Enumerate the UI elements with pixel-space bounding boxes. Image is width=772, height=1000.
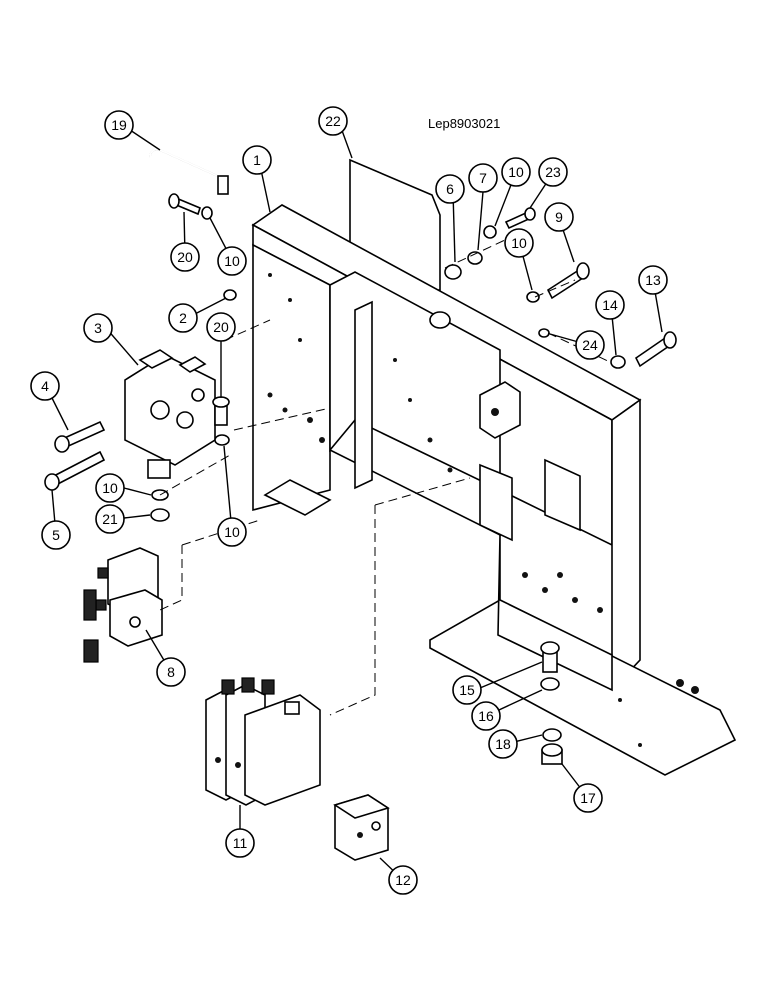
callout-1: 1 — [242, 145, 272, 175]
callout-17: 17 — [573, 783, 603, 813]
nut-21 — [150, 508, 170, 522]
bolt-4 — [54, 420, 106, 453]
svg-text:11: 11 — [233, 835, 248, 851]
svg-text:20: 20 — [213, 319, 229, 335]
callout-20-upper: 20 — [170, 242, 200, 272]
svg-text:18: 18 — [495, 736, 511, 752]
valve-block — [124, 349, 216, 479]
washer-18 — [542, 728, 562, 742]
callout-6: 6 — [435, 174, 465, 204]
svg-text:7: 7 — [479, 170, 487, 186]
washer-10-upper — [201, 206, 213, 220]
svg-text:22: 22 — [325, 113, 341, 129]
callout-10-lower: 10 — [217, 517, 247, 547]
svg-text:4: 4 — [41, 378, 49, 394]
callout-10-upper-left: 10 — [217, 246, 247, 276]
callout-10-left: 10 — [95, 473, 125, 503]
svg-text:8: 8 — [167, 664, 175, 680]
svg-text:10: 10 — [102, 480, 118, 496]
bolt-20-lower — [212, 396, 230, 426]
callout-14: 14 — [595, 290, 625, 320]
svg-text:10: 10 — [224, 524, 240, 540]
svg-text:10: 10 — [224, 253, 240, 269]
svg-text:16: 16 — [478, 708, 494, 724]
callout-8: 8 — [156, 657, 186, 687]
washer-10-top — [483, 225, 497, 239]
control-valve-bank — [205, 677, 321, 806]
callout-10-top: 10 — [501, 157, 531, 187]
svg-text:9: 9 — [555, 209, 563, 225]
solenoid-valve — [83, 547, 163, 663]
callout-13: 13 — [638, 265, 668, 295]
svg-text:14: 14 — [602, 297, 618, 313]
callout-5: 5 — [41, 520, 71, 550]
svg-text:23: 23 — [545, 164, 561, 180]
callout-9: 9 — [544, 202, 574, 232]
callout-20-lower: 20 — [206, 312, 236, 342]
callout-16: 16 — [471, 701, 501, 731]
callout-19: 19 — [104, 110, 134, 140]
callout-23: 23 — [538, 157, 568, 187]
svg-text:6: 6 — [446, 181, 454, 197]
washer-24 — [538, 328, 550, 338]
bolt-23 — [504, 207, 536, 230]
callout-10-mid: 10 — [504, 228, 534, 258]
callout-3: 3 — [83, 313, 113, 343]
washer-10-mid — [526, 291, 540, 303]
callout-22: 22 — [318, 106, 348, 136]
bolt-15 — [540, 641, 560, 673]
bolt-9 — [546, 262, 590, 300]
main-frame — [251, 204, 737, 776]
svg-text:2: 2 — [179, 310, 187, 326]
svg-text:3: 3 — [94, 320, 102, 336]
washer-14 — [610, 355, 626, 369]
bolt-20-upper — [168, 193, 201, 216]
svg-text:13: 13 — [645, 272, 661, 288]
callout-18: 18 — [488, 729, 518, 759]
svg-text:10: 10 — [508, 164, 524, 180]
washer-10-lower — [214, 434, 230, 446]
callout-12: 12 — [388, 865, 418, 895]
svg-text:24: 24 — [582, 337, 598, 353]
drawing-reference: Lep8903021 — [428, 116, 500, 131]
bolt-5 — [44, 450, 106, 491]
washer-16 — [540, 677, 560, 691]
nut-6 — [444, 264, 462, 280]
svg-text:12: 12 — [395, 872, 411, 888]
callout-24: 24 — [575, 330, 605, 360]
callout-11: 11 — [225, 828, 255, 858]
callout-4: 4 — [30, 371, 60, 401]
svg-text:17: 17 — [580, 790, 596, 806]
callout-15: 15 — [452, 675, 482, 705]
svg-text:10: 10 — [511, 235, 527, 251]
svg-text:15: 15 — [459, 682, 475, 698]
nut-7 — [467, 251, 483, 265]
callout-21: 21 — [95, 504, 125, 534]
svg-text:20: 20 — [177, 249, 193, 265]
nut-17 — [541, 743, 563, 765]
svg-text:5: 5 — [52, 527, 60, 543]
bolt-13 — [634, 331, 677, 368]
plug-2 — [223, 289, 237, 301]
svg-text:19: 19 — [111, 117, 127, 133]
callout-2: 2 — [168, 303, 198, 333]
svg-text:1: 1 — [253, 152, 261, 168]
callout-7: 7 — [468, 163, 498, 193]
svg-text:21: 21 — [102, 511, 118, 527]
block — [333, 794, 390, 861]
